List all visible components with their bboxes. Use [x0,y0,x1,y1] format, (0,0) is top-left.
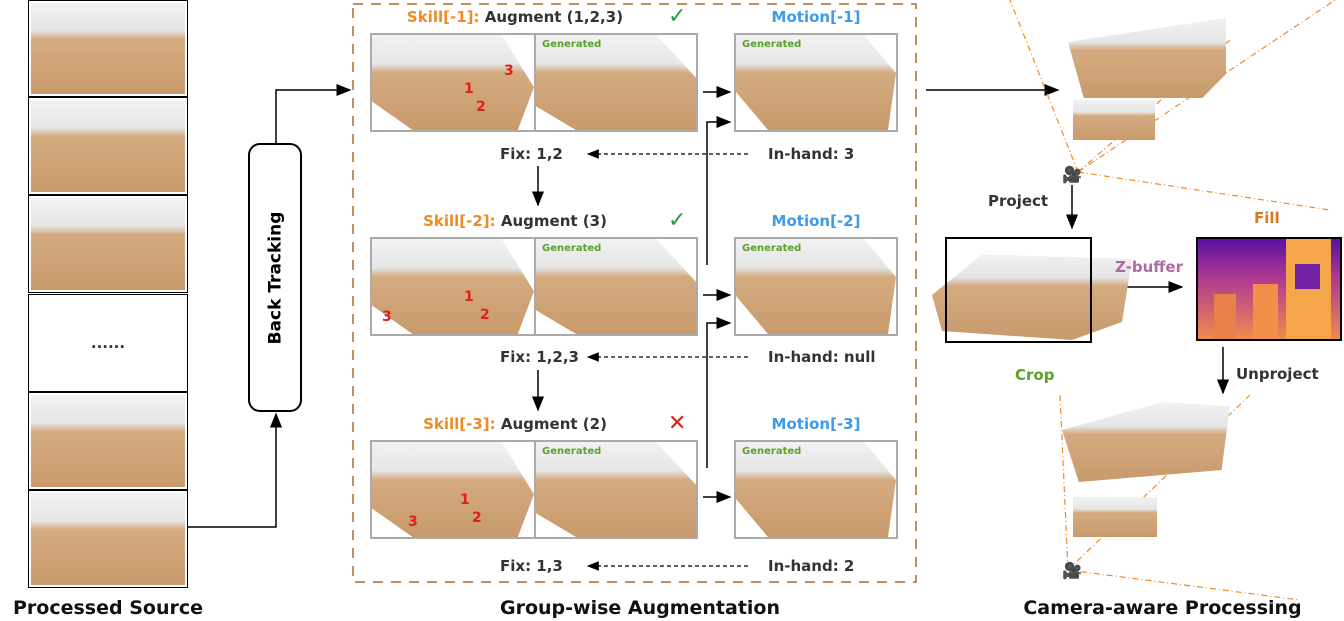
skill-label: Skill[-2]: [423,212,496,230]
motion-image [736,239,896,334]
source-image [372,35,534,130]
motion-image-box: Generated [734,237,898,336]
crop-label: Crop [1015,366,1055,384]
processed-source-caption: Processed Source [13,597,203,619]
generated-tag: Generated [742,243,802,254]
camera-processing-caption: Camera-aware Processing [1023,597,1302,619]
project-label: Project [988,192,1049,210]
object-number: 1 [464,289,474,305]
source-tag: Source [378,39,417,50]
augment-label: Augment (2) [500,415,607,433]
cross-icon: ✕ [668,411,687,436]
ellipsis: ...... [90,334,126,352]
ellipsis-frame: ...... [28,294,188,392]
motion-label: Motion[-2] [771,212,861,230]
generated-tag: Generated [542,446,602,457]
generated-tag: Generated [742,446,802,457]
source-frame [28,97,188,195]
source-tag: Source [378,446,417,457]
camera-icon: 🎥 [1062,165,1082,184]
in-hand-label: In-hand: null [768,348,876,366]
crop-box [945,237,1092,343]
augment-label: Augment (1,2,3) [484,8,624,26]
zbuffer-label: Z-buffer [1115,258,1183,276]
motion-label: Motion[-1] [771,8,861,26]
back-tracking-label: Back Tracking [265,211,286,344]
augment-label: Augment (3) [500,212,607,230]
generated-tag: Generated [542,39,602,50]
object-number: 2 [480,307,490,323]
projected-view-bottom [1073,497,1157,537]
skill-title: Skill[-3]: Augment (2) [370,415,660,433]
skill-label: Skill[-3]: [423,415,496,433]
object-number: 3 [408,514,418,530]
motion-label: Motion[-3] [771,415,861,433]
skill-title: Skill[-1]: Augment (1,2,3) [370,8,660,26]
motion-image-box: Generated [734,440,898,539]
source-tag: Source [378,243,417,254]
source-frame [28,0,188,97]
source-image [372,239,534,334]
generated-tag: Generated [542,243,602,254]
source-frame [28,392,188,490]
fill-label: Fill [1254,209,1280,227]
back-tracking-box: Back Tracking [248,143,302,412]
generated-tag: Generated [742,39,802,50]
projected-image [932,254,1132,340]
object-number: 3 [382,309,392,325]
generated-image [536,35,696,130]
source-frame [28,490,188,588]
check-icon: ✓ [668,208,687,233]
object-number: 3 [504,63,514,79]
source-frame [28,195,188,293]
motion-image [736,442,896,537]
projected-view-top [1073,100,1155,140]
object-number: 1 [464,81,474,97]
depth-map [1196,237,1342,341]
fix-label: Fix: 1,3 [500,557,563,575]
unproject-label: Unproject [1236,365,1319,383]
skill-label: Skill[-1]: [406,8,480,26]
skill-title: Skill[-2]: Augment (3) [370,212,660,230]
generated-image [536,239,696,334]
in-hand-label: In-hand: 2 [768,557,855,575]
check-icon: ✓ [668,4,687,29]
generated-image [536,442,696,537]
camera-icon: 🎥 [1062,561,1082,580]
object-number: 2 [476,99,486,115]
fix-label: Fix: 1,2 [500,145,563,163]
group-augmentation-caption: Group-wise Augmentation [499,597,781,619]
source-image [372,442,534,537]
fix-label: Fix: 1,2,3 [500,348,579,366]
motion-image [736,35,896,130]
object-number: 2 [472,510,482,526]
in-hand-label: In-hand: 3 [768,145,855,163]
object-number: 1 [460,492,470,508]
motion-image-box: Generated [734,33,898,132]
